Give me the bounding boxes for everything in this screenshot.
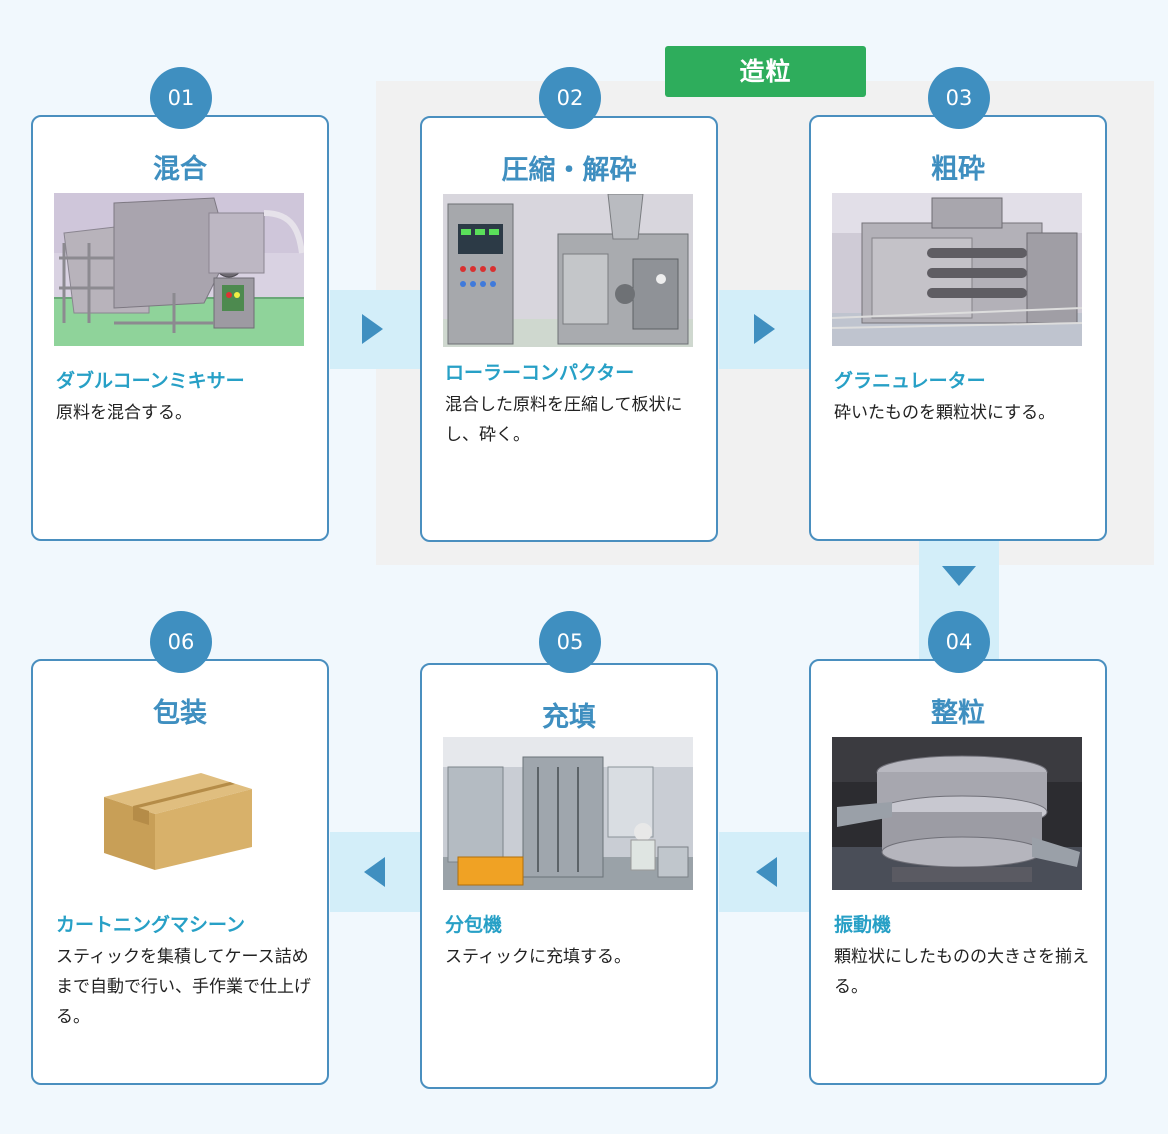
cardboard-box-icon — [54, 737, 304, 890]
step-description: 砕いたものを顆粒状にする。 — [834, 403, 1056, 423]
arrow-right-icon — [754, 314, 775, 344]
step-number-badge: 03 — [928, 67, 990, 129]
machine-name: ローラーコンパクター — [445, 362, 635, 384]
machine-name: 振動機 — [834, 914, 892, 936]
granulator-photo — [832, 193, 1082, 346]
step-title: 圧縮・解砕 — [501, 155, 637, 186]
granulation-group-badge: 造粒 — [665, 46, 866, 97]
machine-name: 分包機 — [445, 914, 503, 936]
step-title: 充填 — [542, 702, 596, 733]
step-number-badge: 04 — [928, 611, 990, 673]
step-card-mixing: 混合 ダブルコーンミキサー 原料を混合する — [31, 115, 329, 541]
step-description: スティックを集積してケース詰めまで自動で行い、手作業で仕上げる。 — [56, 947, 311, 1027]
step-card-packaging: 包装 カートニングマシーン スティックを集積してケース詰めまで自動で行い、手作業… — [31, 659, 329, 1085]
roller-compactor-photo — [443, 194, 693, 347]
step-card-sizing: 整粒 振動機 顆粒状にしたものの大きさを揃える。 — [809, 659, 1107, 1085]
double-cone-mixer-photo — [54, 193, 304, 346]
step-number-badge: 05 — [539, 611, 601, 673]
step-description: 原料を混合する。 — [56, 403, 192, 423]
step-description: 顆粒状にしたものの大きさを揃える。 — [834, 947, 1089, 997]
step-description: 混合した原料を圧縮して板状にし、砕く。 — [445, 395, 683, 445]
step-card-compression: 圧縮・解砕 ローラーコンパクター 混合した原料を圧縮して板状にし、砕く。 — [420, 116, 718, 542]
step-title: 粗砕 — [931, 154, 985, 185]
vibrating-sieve-photo — [832, 737, 1082, 890]
arrow-left-icon — [756, 857, 777, 887]
packaging-machine-photo — [443, 737, 693, 890]
step-card-coarse-crushing: 粗砕 グラニュレーター 砕いたものを顆粒状にする。 — [809, 115, 1107, 541]
machine-name: カートニングマシーン — [56, 914, 246, 936]
step-card-filling: 充填 分包機 スティックに充填する。 — [420, 663, 718, 1089]
step-number-badge: 06 — [150, 611, 212, 673]
step-number-badge: 01 — [150, 67, 212, 129]
arrow-right-icon — [362, 314, 383, 344]
arrow-down-icon — [942, 566, 976, 586]
step-title: 混合 — [153, 154, 207, 185]
step-number-badge: 02 — [539, 67, 601, 129]
arrow-left-icon — [364, 857, 385, 887]
machine-name: グラニュレーター — [834, 370, 986, 392]
step-title: 包装 — [153, 698, 207, 729]
step-description: スティックに充填する。 — [445, 947, 631, 967]
machine-name: ダブルコーンミキサー — [56, 370, 245, 392]
step-title: 整粒 — [931, 698, 985, 729]
